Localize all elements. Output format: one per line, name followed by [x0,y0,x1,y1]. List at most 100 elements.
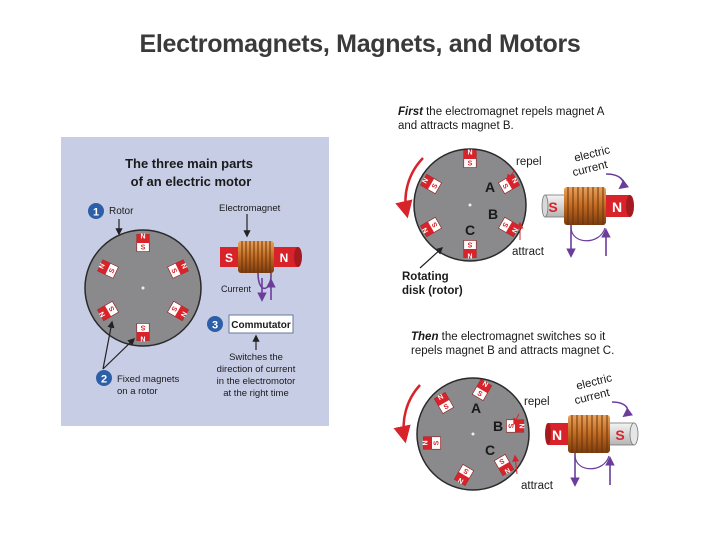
magnet-pole-s: S [431,220,440,228]
rotor-axle [141,286,145,290]
badge-3 [207,316,223,332]
rotor-axle [471,432,475,436]
magnet-pole-n: N [99,310,108,318]
badge-1 [88,203,104,219]
magnet-pole-s: S [462,466,470,475]
rotor-axle [468,203,472,207]
top-electromagnet: S N [541,187,634,258]
pole-right-letter: N [612,199,622,215]
badge-1-number: 1 [93,207,99,219]
label-c: C [485,442,495,458]
electromagnet-label: Electromagnet [219,203,281,214]
attract-label: attract [521,480,554,492]
label-c: C [465,222,475,238]
attract-arrow [512,454,520,475]
label-a: A [485,179,495,195]
label-b: B [493,418,503,434]
magnet-pole-s: S [169,268,177,275]
badge-2 [96,370,112,386]
magnet-pole-s: S [467,241,472,248]
magnet-pole-s: S [141,245,146,252]
pole-block [604,195,630,217]
pole-block [220,247,238,267]
fixed-magnets-label-2: on a rotor [117,386,158,397]
magnet-pole-n: N [98,263,106,271]
rotor-magnet: NS [506,419,525,433]
rotor-magnet: NS [97,259,119,279]
magnet-pole-n: N [179,263,187,271]
rotor-magnet: NS [420,173,442,195]
rotor-magnet: NS [498,173,520,195]
pole-block [548,423,570,445]
magnet-pole-n: N [510,177,519,185]
panel-heading-2: of an electric motor [131,174,252,189]
rotor-magnet: NS [420,216,442,238]
current-loop [257,272,272,290]
commutator-desc-1: Switches the [229,352,283,363]
magnet-pole-s: S [434,440,441,445]
rotor-pointer-arrow [419,247,444,269]
panel-heading-1: The three main parts [125,156,253,171]
attract-label: attract [512,246,545,258]
copper-coil [238,241,274,273]
repel-label: repel [524,396,550,408]
rotor-magnet: NS [498,216,520,238]
rotor-magnet: NS [136,234,150,252]
label-a: A [471,400,481,416]
rotor-magnet: NS [463,150,477,168]
pole-left-letter: N [552,427,562,443]
bottom-right-diagram: Then the electromagnet switches so it re… [393,331,639,492]
fixed-magnets-label-1: Fixed magnets [117,374,180,385]
current-loop [574,455,610,470]
rotating-label-1: Rotating [402,271,449,283]
magnet-pole-n: N [467,252,472,259]
magnet-pole-n: N [467,150,472,157]
commutator-box [228,314,294,334]
fixed-magnets-pointer-arrow [102,320,115,370]
magnet-pole-n: N [518,423,525,428]
magnet-pole-s: S [140,324,145,331]
rotor-magnet: NS [97,300,119,322]
magnet-pole-n: N [422,226,431,234]
current-top-arrow [611,401,634,418]
rotor-magnet: NS [167,300,189,322]
rotor-magnet: NS [493,454,515,476]
magnet-pole-n: N [422,177,431,185]
magnet-pole-n: N [140,234,145,241]
commutator-desc-2: direction of current [217,364,296,375]
pole-block [274,247,298,267]
pole-end [294,247,302,267]
left-panel: The three main parts of an electric moto… [61,137,329,426]
top-caption-line-1: First the electromagnet repels magnet A [398,106,605,118]
commutator-desc-4: at the right time [223,388,288,399]
magnet-pole-s: S [497,456,505,465]
magnet-pole-n: N [457,476,465,485]
magnet-pole-n: N [503,466,511,475]
pole-right-letter: S [615,427,624,443]
rotating-label-2: disk (rotor) [402,285,463,297]
current-top-arrow [605,173,630,190]
magnet-pole-n: N [140,335,145,342]
left-electromagnet: S N [220,241,302,302]
pole-n-letter: N [280,251,289,265]
magnet-pole-s: S [443,403,451,412]
rotor-magnet: NS [471,379,493,401]
rotor-magnet: NS [167,259,189,279]
repel-arrow [513,413,520,426]
commutator-label: Commutator [231,320,291,331]
magnet-pole-s: S [108,304,117,312]
current-label: Current [221,284,252,294]
pole-left-letter: S [548,199,557,215]
commutator-desc-3: in the electromotor [217,376,296,387]
page-title: Electromagnets, Magnets, and Motors [139,30,581,58]
copper-coil [564,187,606,225]
pole-end [545,423,551,445]
repel-arrow [506,169,516,182]
magnet-pole-n: N [423,440,430,445]
bottom-caption-line-1: Then the electromagnet switches so it [411,331,606,343]
pole-end [541,194,549,218]
magnet-pole-s: S [431,182,440,190]
top-right-diagram: First the electromagnet repels magnet A … [395,106,634,297]
rotor-label: Rotor [109,206,134,217]
